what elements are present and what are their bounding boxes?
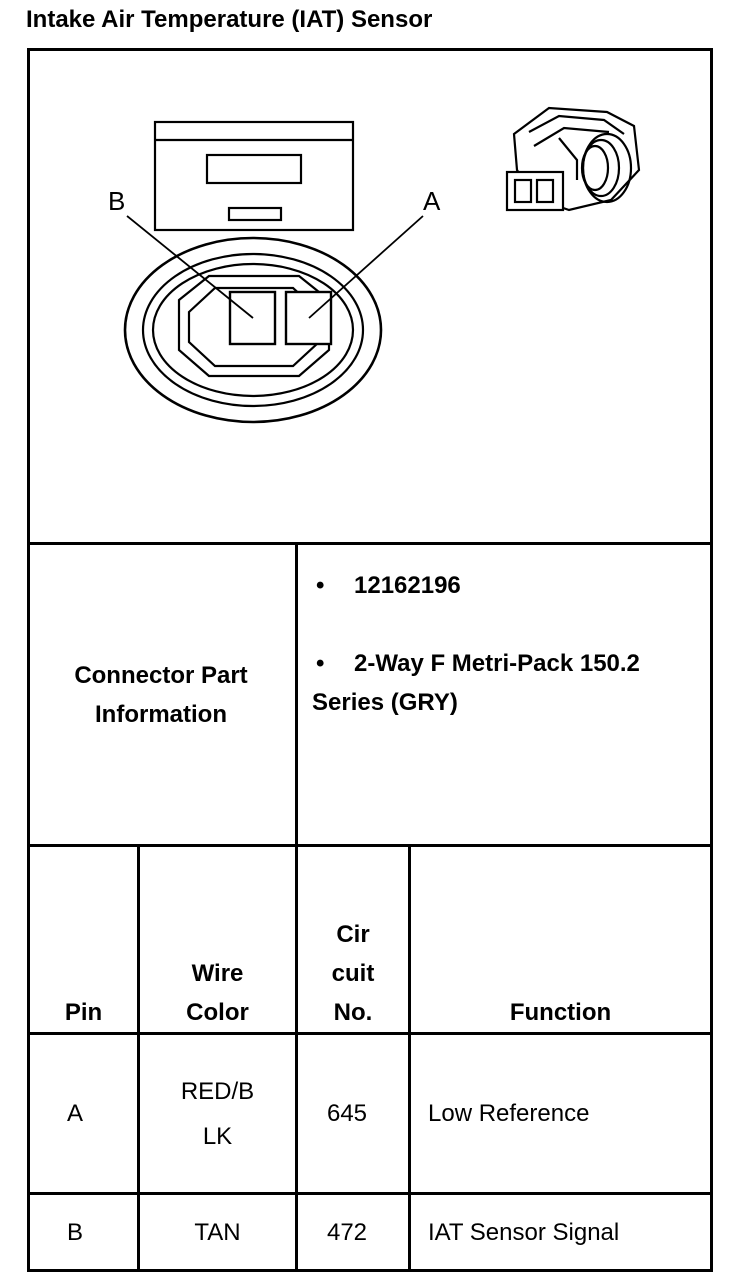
connector-diagram: B A [108,106,641,424]
connector-housing-top [153,120,355,232]
rule [137,844,140,1272]
connector-thumbnail [505,106,641,212]
header-circuit: Cir cuit No. [331,921,375,1026]
header-function: Function [509,999,612,1026]
table-cell-pin: B [66,1218,83,1246]
leader-line-a [308,215,424,319]
table-cell-wire-color: TAN [194,1218,241,1246]
table-cell-wire-color: RED/B LK [180,1077,255,1150]
connector-info-label: Connector Part Information [74,661,248,728]
table-cell-circuit: 645 [326,1100,368,1127]
cavity-outline [177,274,331,378]
pin-cavity-a [284,290,333,346]
rule [27,542,713,545]
table-cell-pin: A [66,1100,83,1127]
connector-series: 2-Way F Metri-Pack 150.2 Series (GRY) [312,650,640,716]
pin-label-b: B [108,186,125,216]
list-item: • 12162196 [312,566,707,605]
connector-info-list: • 12162196 • 2-Way F Metri-Pack 150.2 Se… [312,566,707,722]
page-title: Intake Air Temperature (IAT) Sensor [26,6,433,33]
leader-line-b [126,215,254,319]
latch-window [205,153,303,185]
connector-oval-inner [151,262,355,398]
table-cell-function: Low Reference [428,1100,590,1127]
pin-label-a: A [423,186,441,216]
rule [710,48,713,1272]
rule [408,844,411,1272]
header-pin: Pin [64,999,103,1026]
rule [27,48,713,51]
rule [27,1032,713,1035]
header-wire-color: Wire Color [186,960,249,1026]
table-cell-function: IAT Sensor Signal [428,1218,620,1246]
rule [295,542,298,847]
latch-tab [227,206,283,222]
rule [27,844,713,847]
list-item: • 2-Way F Metri-Pack 150.2 Series (GRY) [312,644,707,722]
rule [295,844,298,1272]
rule [27,1269,713,1272]
connector-table: B A Connector Part Information • 1216219… [27,48,713,1272]
part-number: 12162196 [354,572,461,599]
rule [27,1192,713,1195]
rule [27,48,30,1272]
table-cell-circuit: 472 [326,1218,368,1246]
connector-oval-middle [141,252,365,408]
